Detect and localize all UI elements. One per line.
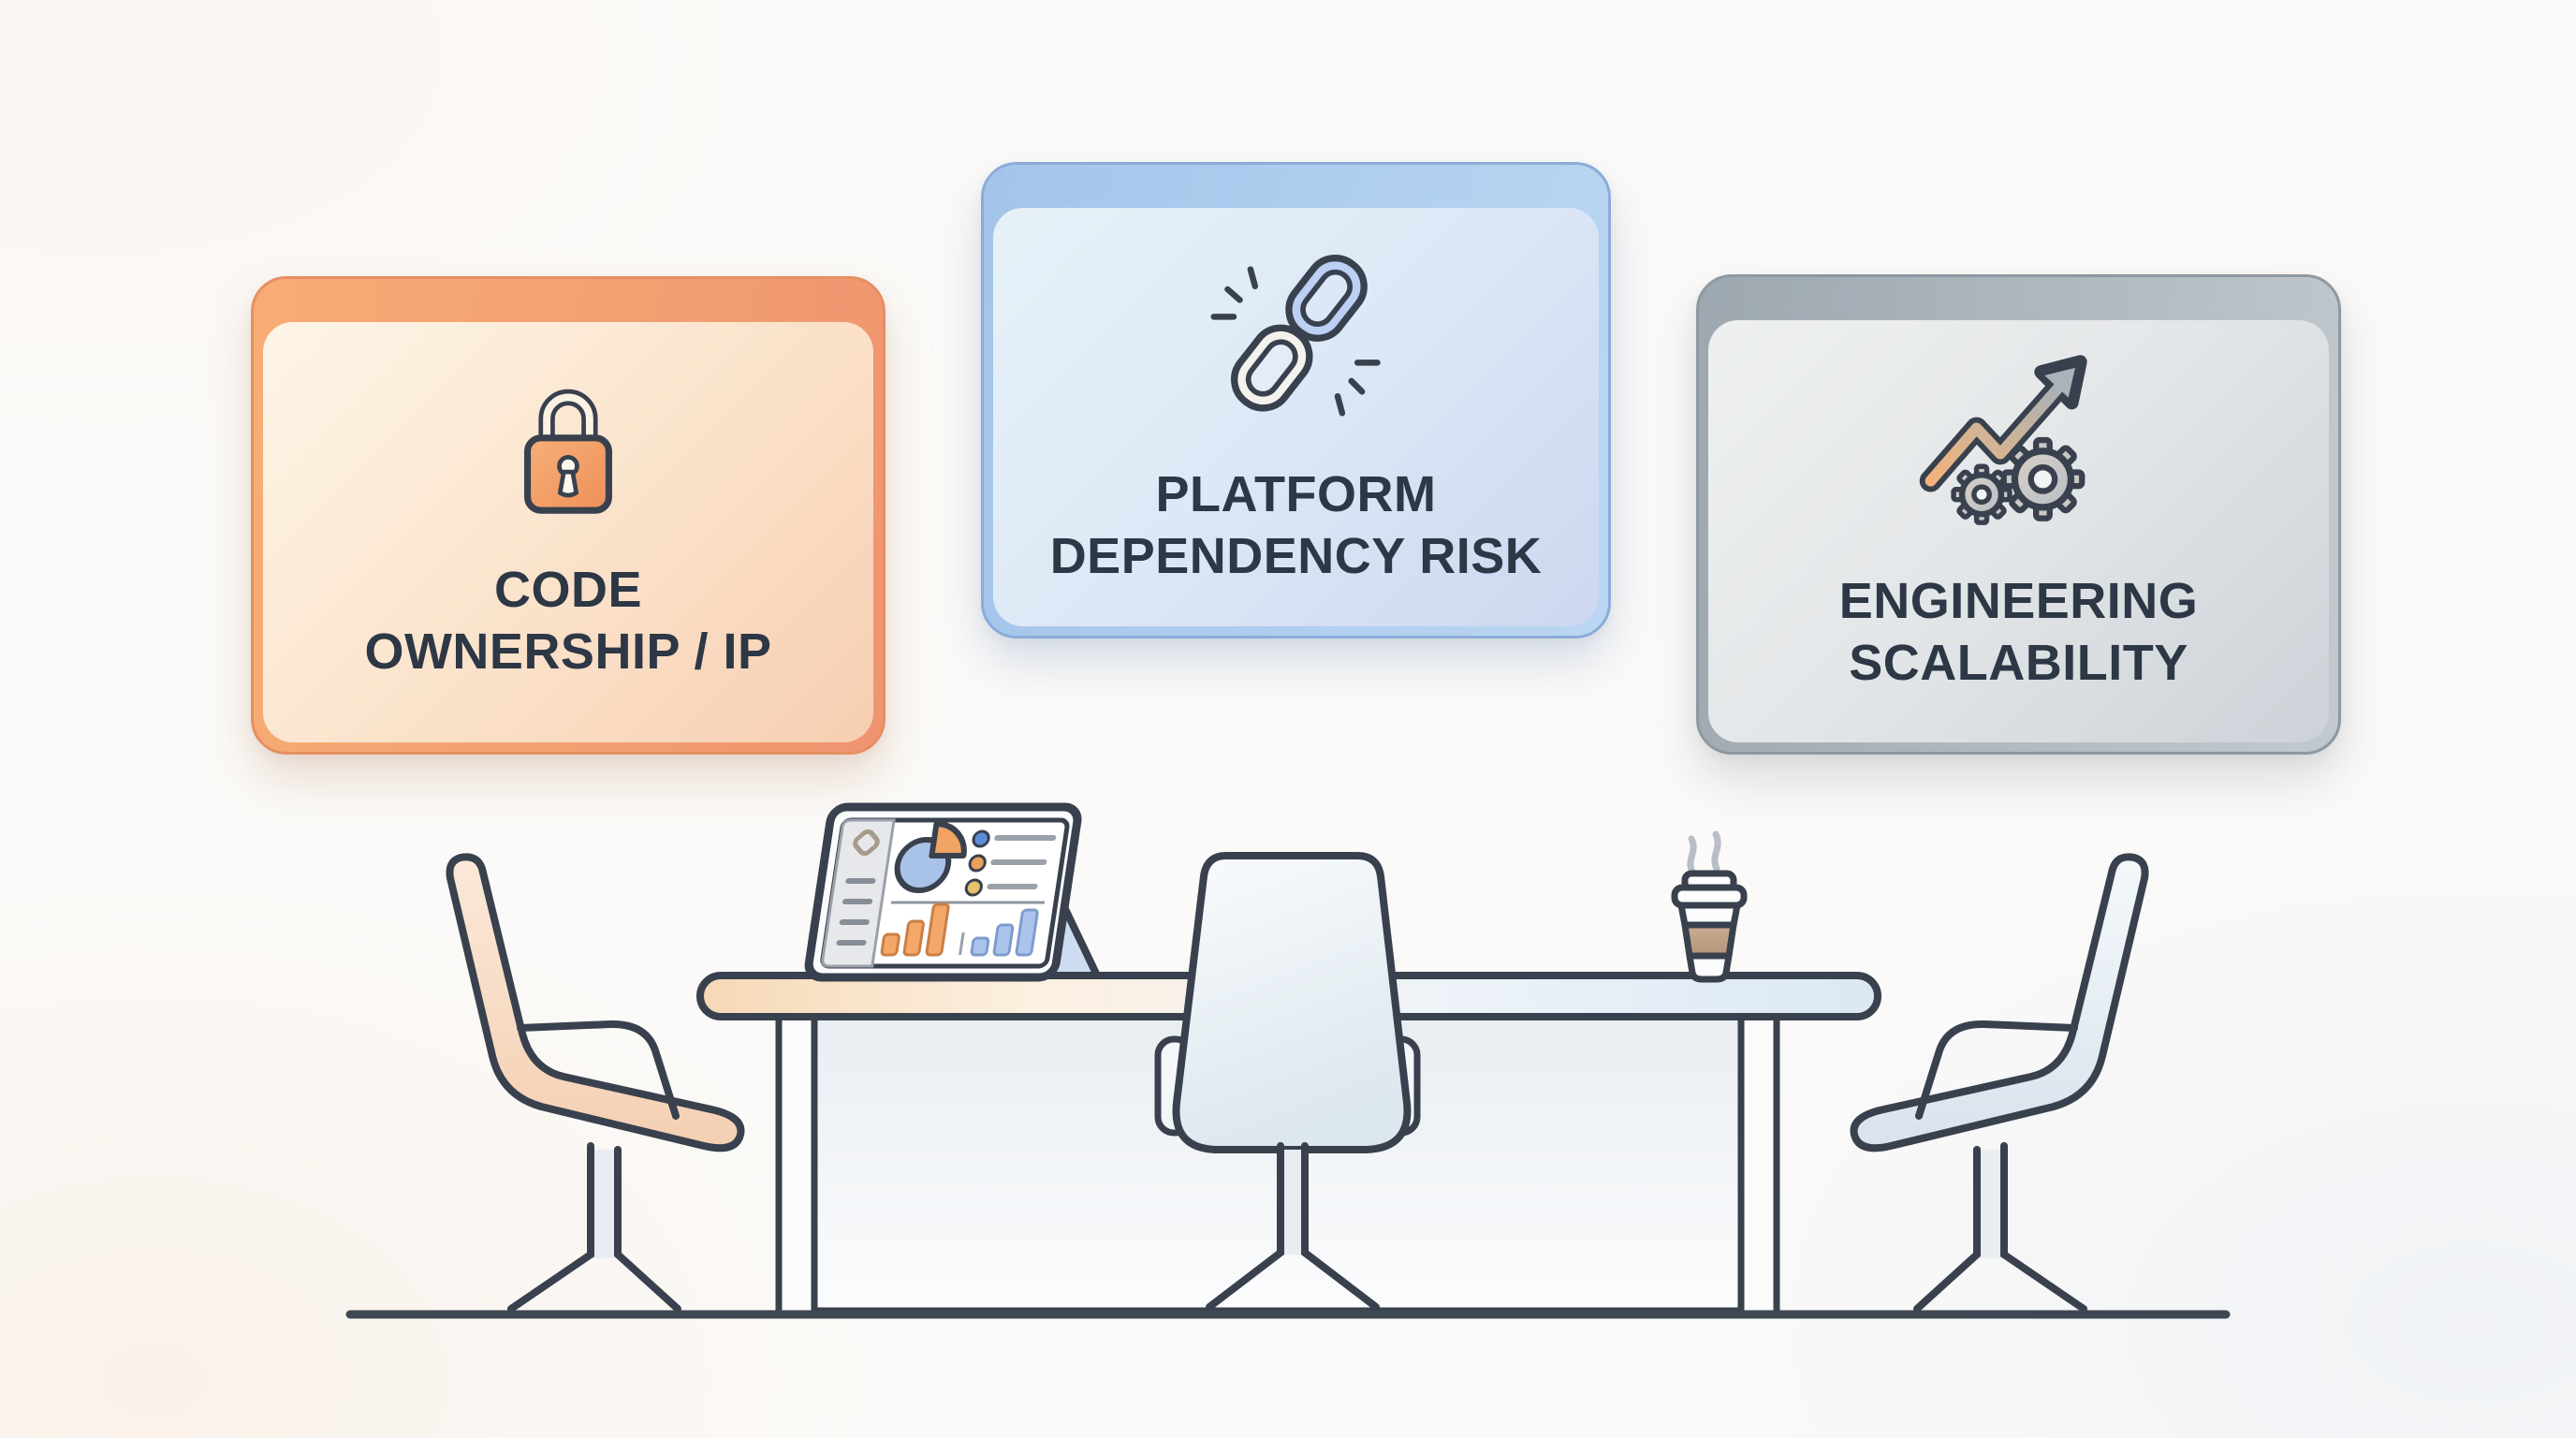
office-chair-left (446, 853, 745, 1313)
chair-armrest (517, 1020, 680, 1120)
chair-backrest (1172, 852, 1412, 1153)
card-label-line: PLATFORM (1155, 466, 1437, 522)
break-sparks-icon (1210, 266, 1381, 417)
card-label-line: OWNERSHIP / IP (364, 623, 772, 680)
card-label-platform-dependency: PLATFORM DEPENDENCY RISK (1050, 464, 1543, 588)
pie-slice (929, 821, 967, 858)
card-engineering-scalability-body: ENGINEERING SCALABILITY (1708, 320, 2329, 742)
card-engineering-scalability: ENGINEERING SCALABILITY (1696, 274, 2341, 755)
dashboard-sidebar (821, 818, 896, 968)
steam-icon (1687, 830, 1721, 875)
office-chair-center (1154, 852, 1421, 1311)
office-chair-right (1850, 853, 2149, 1313)
trend-arrow-icon (1919, 355, 2087, 492)
card-platform-dependency-body: PLATFORM DEPENDENCY RISK (993, 208, 1599, 626)
card-label-line: ENGINEERING (1838, 573, 2199, 629)
card-code-ownership: CODE OWNERSHIP / IP (251, 276, 886, 755)
desk-leg-left (775, 1009, 818, 1318)
legend-rows (964, 829, 1057, 897)
growth-gears-icon (1919, 355, 2087, 525)
card-platform-dependency: PLATFORM DEPENDENCY RISK (981, 162, 1611, 638)
chair-seat-back (1850, 853, 2149, 1152)
desk-leg-right (1737, 1009, 1780, 1318)
chair-armrest (1915, 1020, 2078, 1120)
gears-icon (1950, 436, 2085, 525)
app-logo-icon (853, 829, 880, 857)
coffee-cup (1671, 830, 1748, 983)
laptop-dashboard (804, 802, 1101, 982)
card-label-line: DEPENDENCY RISK (1049, 527, 1543, 584)
lock-icon (524, 389, 612, 514)
sidebar-menu-lines (836, 878, 876, 946)
card-label-line: CODE (493, 562, 642, 618)
card-label-line: SCALABILITY (1849, 634, 2188, 691)
bar-chart-separator (959, 932, 965, 955)
cup-sleeve (1681, 921, 1737, 960)
card-label-code-ownership: CODE OWNERSHIP / IP (364, 560, 771, 683)
card-label-engineering-scalability: ENGINEERING SCALABILITY (1839, 571, 2199, 695)
bar-chart-orange (880, 902, 950, 957)
chair-seat-back (446, 853, 745, 1152)
bar-chart-blue (970, 908, 1039, 957)
broken-link-icon (1210, 254, 1381, 417)
card-code-ownership-body: CODE OWNERSHIP / IP (263, 322, 873, 742)
